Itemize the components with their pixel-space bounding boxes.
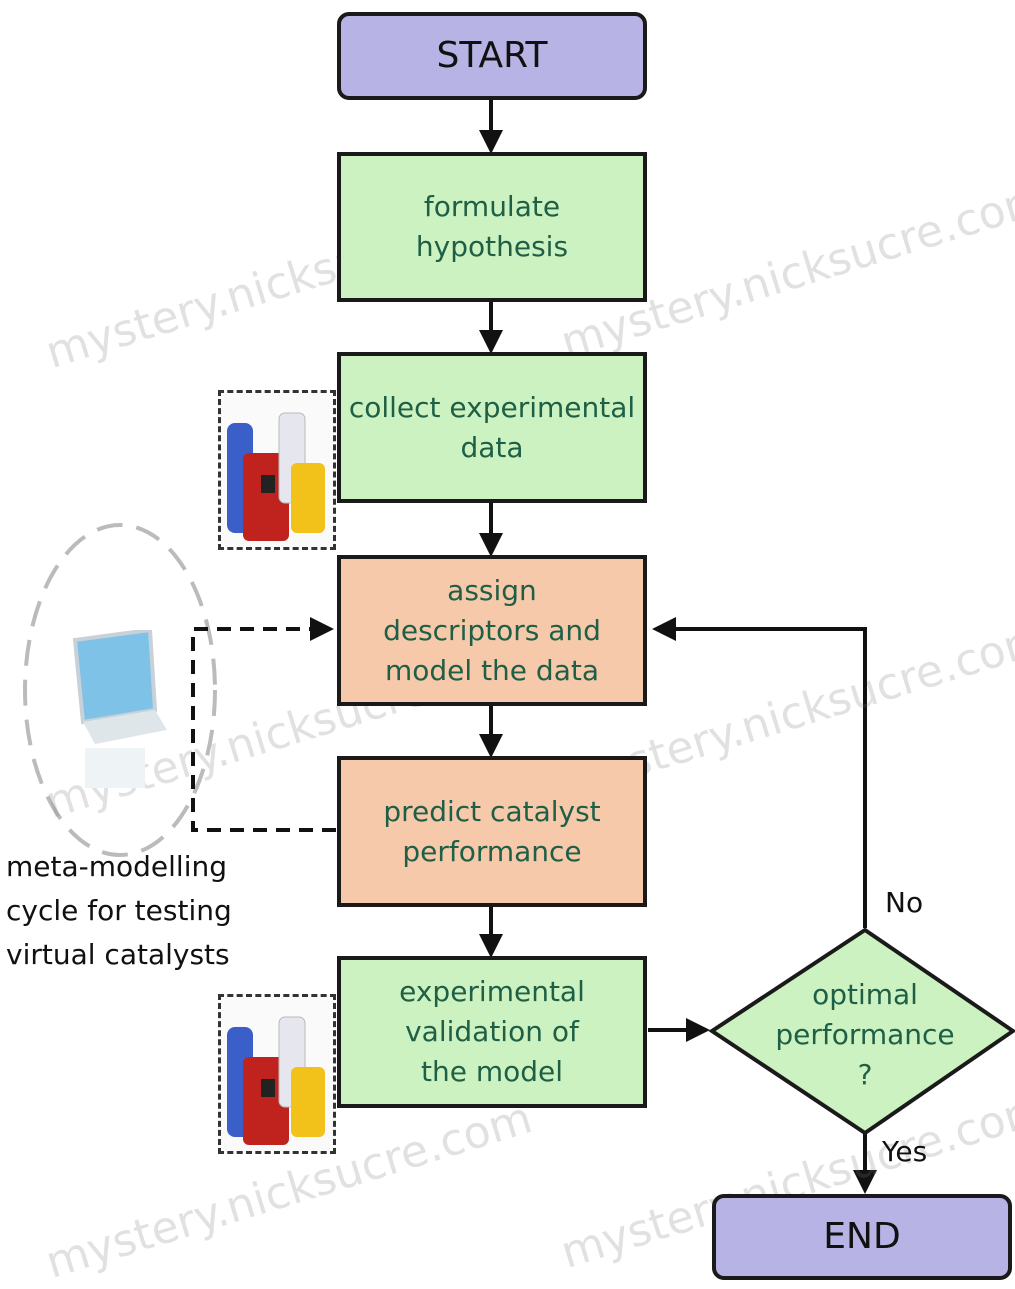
lab-beakers-icon [218, 390, 336, 550]
end-terminal: END [712, 1194, 1012, 1280]
step-predict-performance: predict catalyst performance [337, 756, 647, 907]
decision-diamond [708, 927, 1015, 1136]
edge-label-no: No [885, 886, 924, 919]
meta-loop-dashed-arrow [191, 617, 336, 832]
arrow-no-loop [652, 617, 867, 928]
step-experimental-validation: experimental validation of the model [337, 956, 647, 1108]
meta-cycle-ellipse [23, 523, 217, 857]
step-formulate-hypothesis: formulate hypothesis [337, 152, 647, 302]
step-assign-descriptors: assign descriptors and model the data [337, 555, 647, 706]
decision-label: optimal performance ? [775, 978, 955, 1091]
step-collect-data: collect experimental data [337, 352, 647, 503]
lab-beakers-icon [218, 994, 336, 1154]
meta-modelling-caption: meta-modelling cycle for testing virtual… [6, 850, 232, 971]
edge-label-yes: Yes [882, 1135, 928, 1168]
start-terminal: START [337, 12, 647, 100]
laptop-icon [55, 627, 175, 800]
